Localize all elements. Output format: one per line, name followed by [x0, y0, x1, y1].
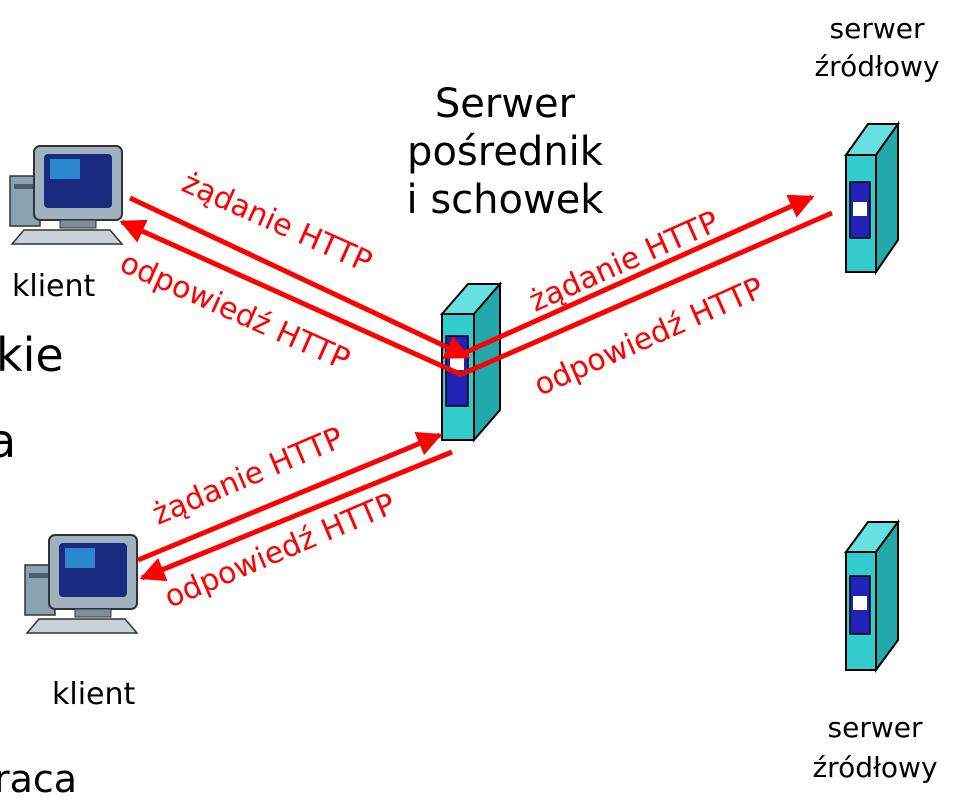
arrow-origin-proxy-response	[461, 210, 833, 377]
arrow-client-top-response	[119, 219, 464, 378]
client-bottom-computer-icon	[24, 534, 139, 634]
arrow-client-bottom-request	[137, 432, 443, 563]
client-top-label: klient	[12, 269, 96, 304]
partial-text-raca: raca	[0, 757, 78, 801]
origin-server-top-icon	[844, 120, 900, 276]
origin-server-bottom-label: serwer źródłowy	[780, 708, 970, 788]
proxy-label-line1: Serwer	[434, 81, 576, 127]
origin-server-top-label: serwer źródłowy	[786, 10, 968, 86]
arrow-client-bottom-response	[139, 449, 453, 582]
client-top-computer-icon	[9, 145, 124, 245]
origin-server-top-line1: serwer	[829, 12, 925, 45]
origin-server-bottom-line2: źródłowy	[812, 751, 938, 784]
client-bottom-label: klient	[52, 677, 136, 712]
arrow-client-top-request	[128, 195, 471, 360]
proxy-label: Serwer pośrednik i schowek	[380, 80, 630, 224]
origin-server-top-line2: źródłowy	[814, 50, 940, 83]
origin-server-bottom-icon	[844, 518, 900, 674]
partial-text-kie: kie	[0, 328, 64, 382]
proxy-label-line3: i schowek	[406, 177, 604, 223]
arrow-proxy-origin-request	[460, 194, 815, 357]
origin-server-bottom-line1: serwer	[827, 711, 923, 744]
proxy-label-line2: pośrednik	[407, 129, 603, 175]
partial-text-a: a	[0, 414, 17, 468]
label-request-client-top: żądanie HTTP	[177, 165, 377, 280]
arrows	[119, 194, 833, 582]
